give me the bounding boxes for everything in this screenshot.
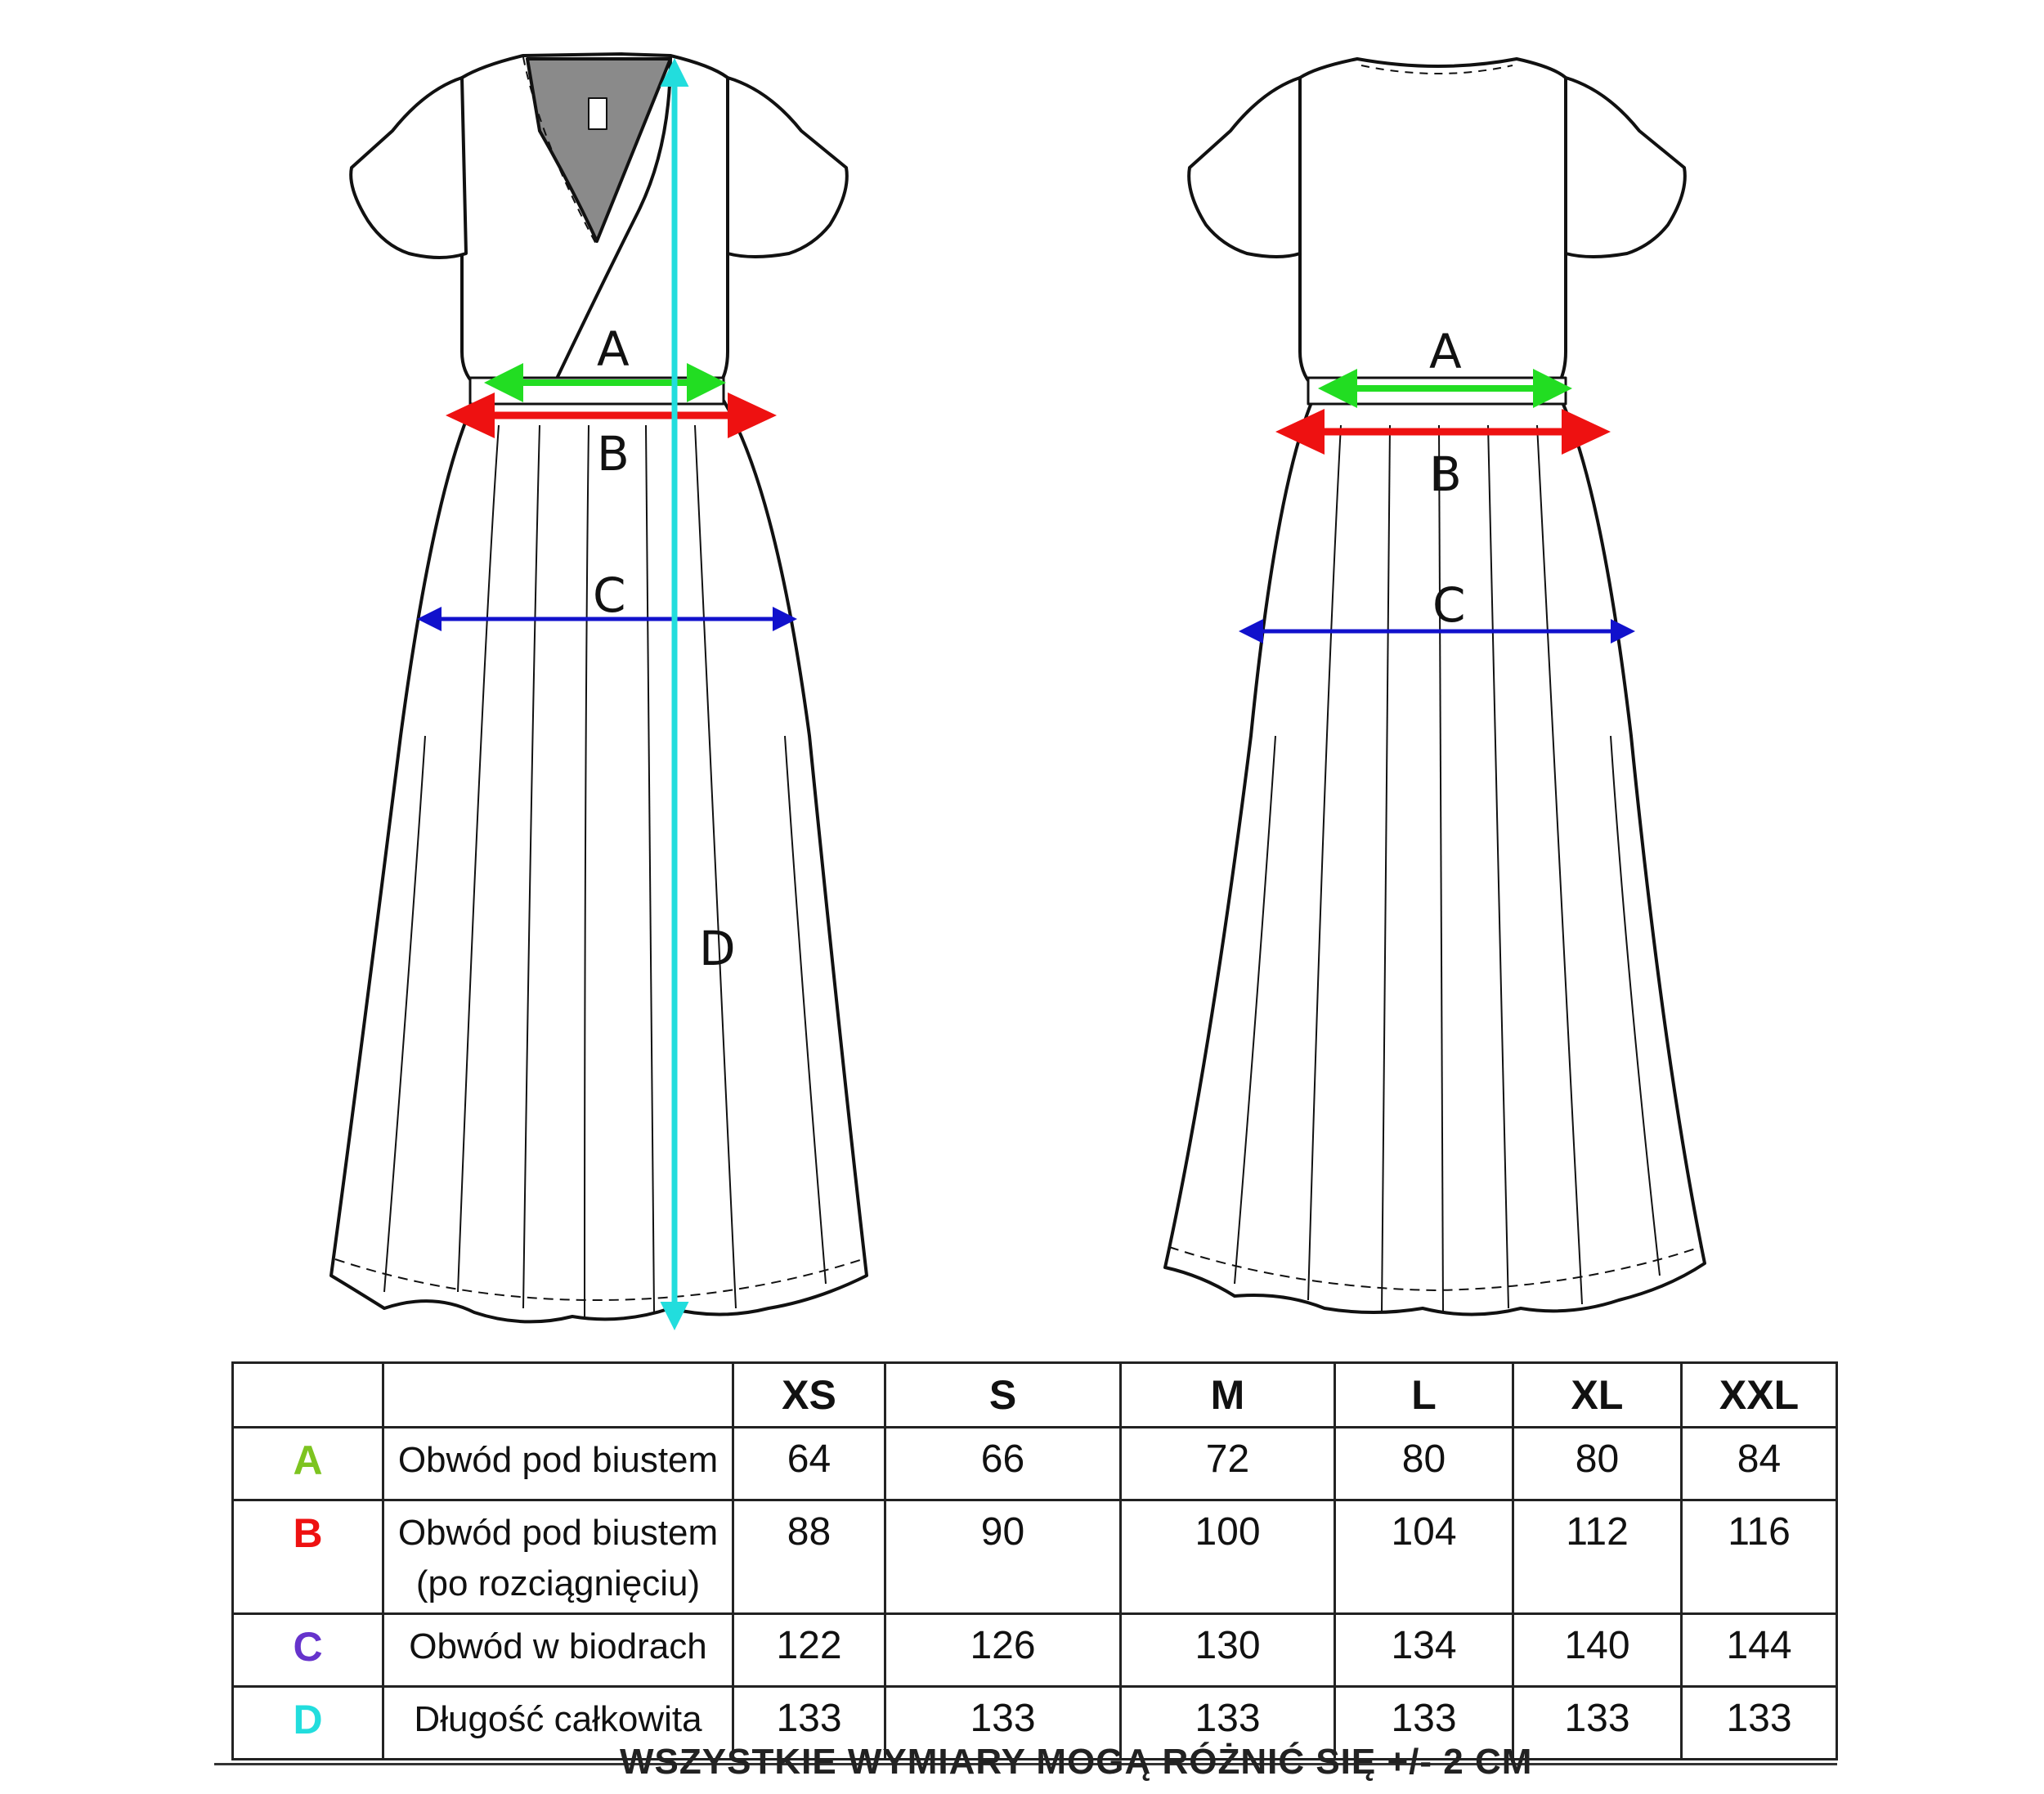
row-code: D: [231, 1685, 384, 1760]
table-row: B Obwód pod biustem (po rozciągnięciu) 88…: [231, 1499, 1838, 1615]
front-left-sleeve: [349, 76, 468, 259]
back-right-sleeve: [1564, 76, 1687, 258]
table-cell: 126: [884, 1612, 1122, 1688]
row-measure-name: Obwód w biodrach: [382, 1612, 734, 1688]
front-label-a: A: [597, 321, 630, 377]
table-header-row: XS S M L XL XXL: [231, 1361, 1838, 1428]
table-cell: 133: [1680, 1685, 1838, 1760]
front-measure-b: B: [446, 392, 777, 482]
header-size: L: [1334, 1361, 1514, 1428]
table-cell: 133: [1334, 1685, 1514, 1760]
row-measure-name: Obwód pod biustem (po rozciągnięciu): [382, 1499, 734, 1615]
front-measure-d: D: [660, 58, 736, 1330]
footer-divider: [214, 1763, 1837, 1765]
header-size: XS: [732, 1361, 886, 1428]
table-cell: 133: [1119, 1685, 1336, 1760]
table-cell: 112: [1512, 1499, 1683, 1615]
table-cell: 133: [732, 1685, 886, 1760]
row-code: A: [231, 1426, 384, 1501]
table-cell: 104: [1334, 1499, 1514, 1615]
row-code: B: [231, 1499, 384, 1615]
back-measure-c: C: [1239, 577, 1635, 644]
dress-technical-sketch: A B C D A: [329, 52, 1706, 1330]
table-cell: 122: [732, 1612, 886, 1688]
header-empty-name: [382, 1361, 734, 1428]
header-size: XXL: [1680, 1361, 1838, 1428]
front-dress-view: [329, 52, 868, 1324]
back-skirt: [1163, 399, 1706, 1316]
front-right-sleeve: [726, 76, 849, 258]
table-row: A Obwód pod biustem 64 66 72 80 80 84: [231, 1426, 1838, 1501]
table-cell: 80: [1512, 1426, 1683, 1501]
row-measure-name: Obwód pod biustem: [382, 1426, 734, 1501]
table-cell: 88: [732, 1499, 886, 1615]
table-cell: 90: [884, 1499, 1122, 1615]
table-cell: 130: [1119, 1612, 1336, 1688]
front-measure-c: C: [417, 567, 797, 631]
table-row: C Obwód w biodrach 122 126 130 134 140 1…: [231, 1612, 1838, 1688]
row-measure-name: Długość całkowita: [382, 1685, 734, 1760]
table-cell: 133: [1512, 1685, 1683, 1760]
table-cell: 140: [1512, 1612, 1683, 1688]
back-measure-b: B: [1275, 409, 1611, 502]
size-chart-table: XS S M L XL XXL A Obwód pod biustem 64 6…: [231, 1361, 1838, 1760]
row-code: C: [231, 1612, 384, 1688]
footer-note: WSZYSTKIE WYMIARY MOGĄ RÓŻNIĆ SIĘ +/- 2 …: [605, 1742, 1531, 1782]
table-cell: 72: [1119, 1426, 1336, 1501]
back-label-c: C: [1432, 577, 1466, 633]
front-label-b: B: [597, 426, 630, 482]
table-cell: 116: [1680, 1499, 1838, 1615]
back-measure-a: A: [1318, 324, 1572, 408]
table-cell: 80: [1334, 1426, 1514, 1501]
footer-note-text: WSZYSTKIE WYMIARY MOGĄ RÓŻNIĆ SIĘ +/- 2 …: [620, 1742, 1533, 1782]
table-cell: 100: [1119, 1499, 1336, 1615]
table-row: D Długość całkowita 133 133 133 133 133 …: [231, 1685, 1838, 1760]
header-empty-code: [231, 1361, 384, 1428]
row-measure-name-line2: (po rozciągnięciu): [415, 1563, 701, 1603]
header-size: M: [1119, 1361, 1336, 1428]
table-cell: 134: [1334, 1612, 1514, 1688]
table-cell: 64: [732, 1426, 886, 1501]
front-label-d: D: [699, 921, 736, 976]
front-label-c: C: [593, 567, 626, 623]
table-cell: 144: [1680, 1612, 1838, 1688]
front-neckline-inset: [526, 57, 672, 243]
back-label-b: B: [1429, 446, 1462, 502]
front-skirt: [329, 399, 868, 1324]
table-cell: 66: [884, 1426, 1122, 1501]
table-cell: 84: [1680, 1426, 1838, 1501]
header-size: S: [884, 1361, 1122, 1428]
back-label-a: A: [1429, 324, 1462, 379]
back-left-sleeve: [1187, 76, 1302, 258]
header-size: XL: [1512, 1361, 1683, 1428]
back-dress-view: [1163, 57, 1706, 1316]
row-measure-name-line1: Obwód pod biustem: [397, 1513, 719, 1553]
table-cell: 133: [884, 1685, 1122, 1760]
